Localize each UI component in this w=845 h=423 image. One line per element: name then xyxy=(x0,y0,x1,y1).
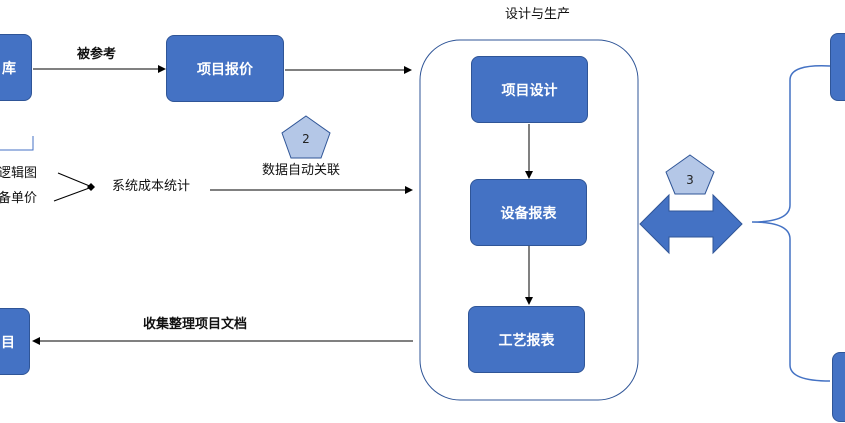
library-box-label: 库 xyxy=(2,60,16,77)
marker-2-pentagon xyxy=(281,115,331,159)
marker-3-pentagon xyxy=(665,154,715,195)
double-arrow xyxy=(639,193,743,255)
project-design-label: 项目设计 xyxy=(501,82,558,99)
process-report-box[interactable]: 工艺报表 xyxy=(468,306,585,373)
referenced-label: 被参考 xyxy=(77,47,117,62)
merge-line-lower xyxy=(53,186,93,202)
container-title: 设计与生产 xyxy=(505,7,571,22)
right-box-bottom[interactable] xyxy=(832,352,845,422)
project-archive-label: 目 xyxy=(1,334,15,351)
merge-diamond xyxy=(87,183,95,191)
library-box[interactable]: 库 xyxy=(0,34,32,101)
project-quote-label: 项目报价 xyxy=(197,61,253,78)
marker-2-number: 2 xyxy=(302,132,310,146)
project-quote-box[interactable]: 项目报价 xyxy=(166,35,284,102)
equipment-unit-price-label: 备单价 xyxy=(0,191,38,206)
right-box-top[interactable] xyxy=(830,33,845,101)
project-archive-box[interactable]: 目 xyxy=(0,308,30,375)
marker-3-number: 3 xyxy=(686,173,694,187)
left-bracket xyxy=(0,136,34,151)
logic-diagram-label: 逻辑图 xyxy=(0,166,38,181)
system-cost-stats-label: 系统成本统计 xyxy=(112,179,191,194)
equipment-report-label: 设备报表 xyxy=(500,205,557,222)
right-curly-brace xyxy=(751,65,831,382)
auto-data-link-label: 数据自动关联 xyxy=(262,163,341,178)
process-report-label: 工艺报表 xyxy=(498,332,555,349)
project-design-box[interactable]: 项目设计 xyxy=(471,56,588,123)
equipment-report-box[interactable]: 设备报表 xyxy=(470,179,587,246)
collect-docs-label: 收集整理项目文档 xyxy=(143,317,248,332)
merge-line-upper xyxy=(57,172,93,188)
